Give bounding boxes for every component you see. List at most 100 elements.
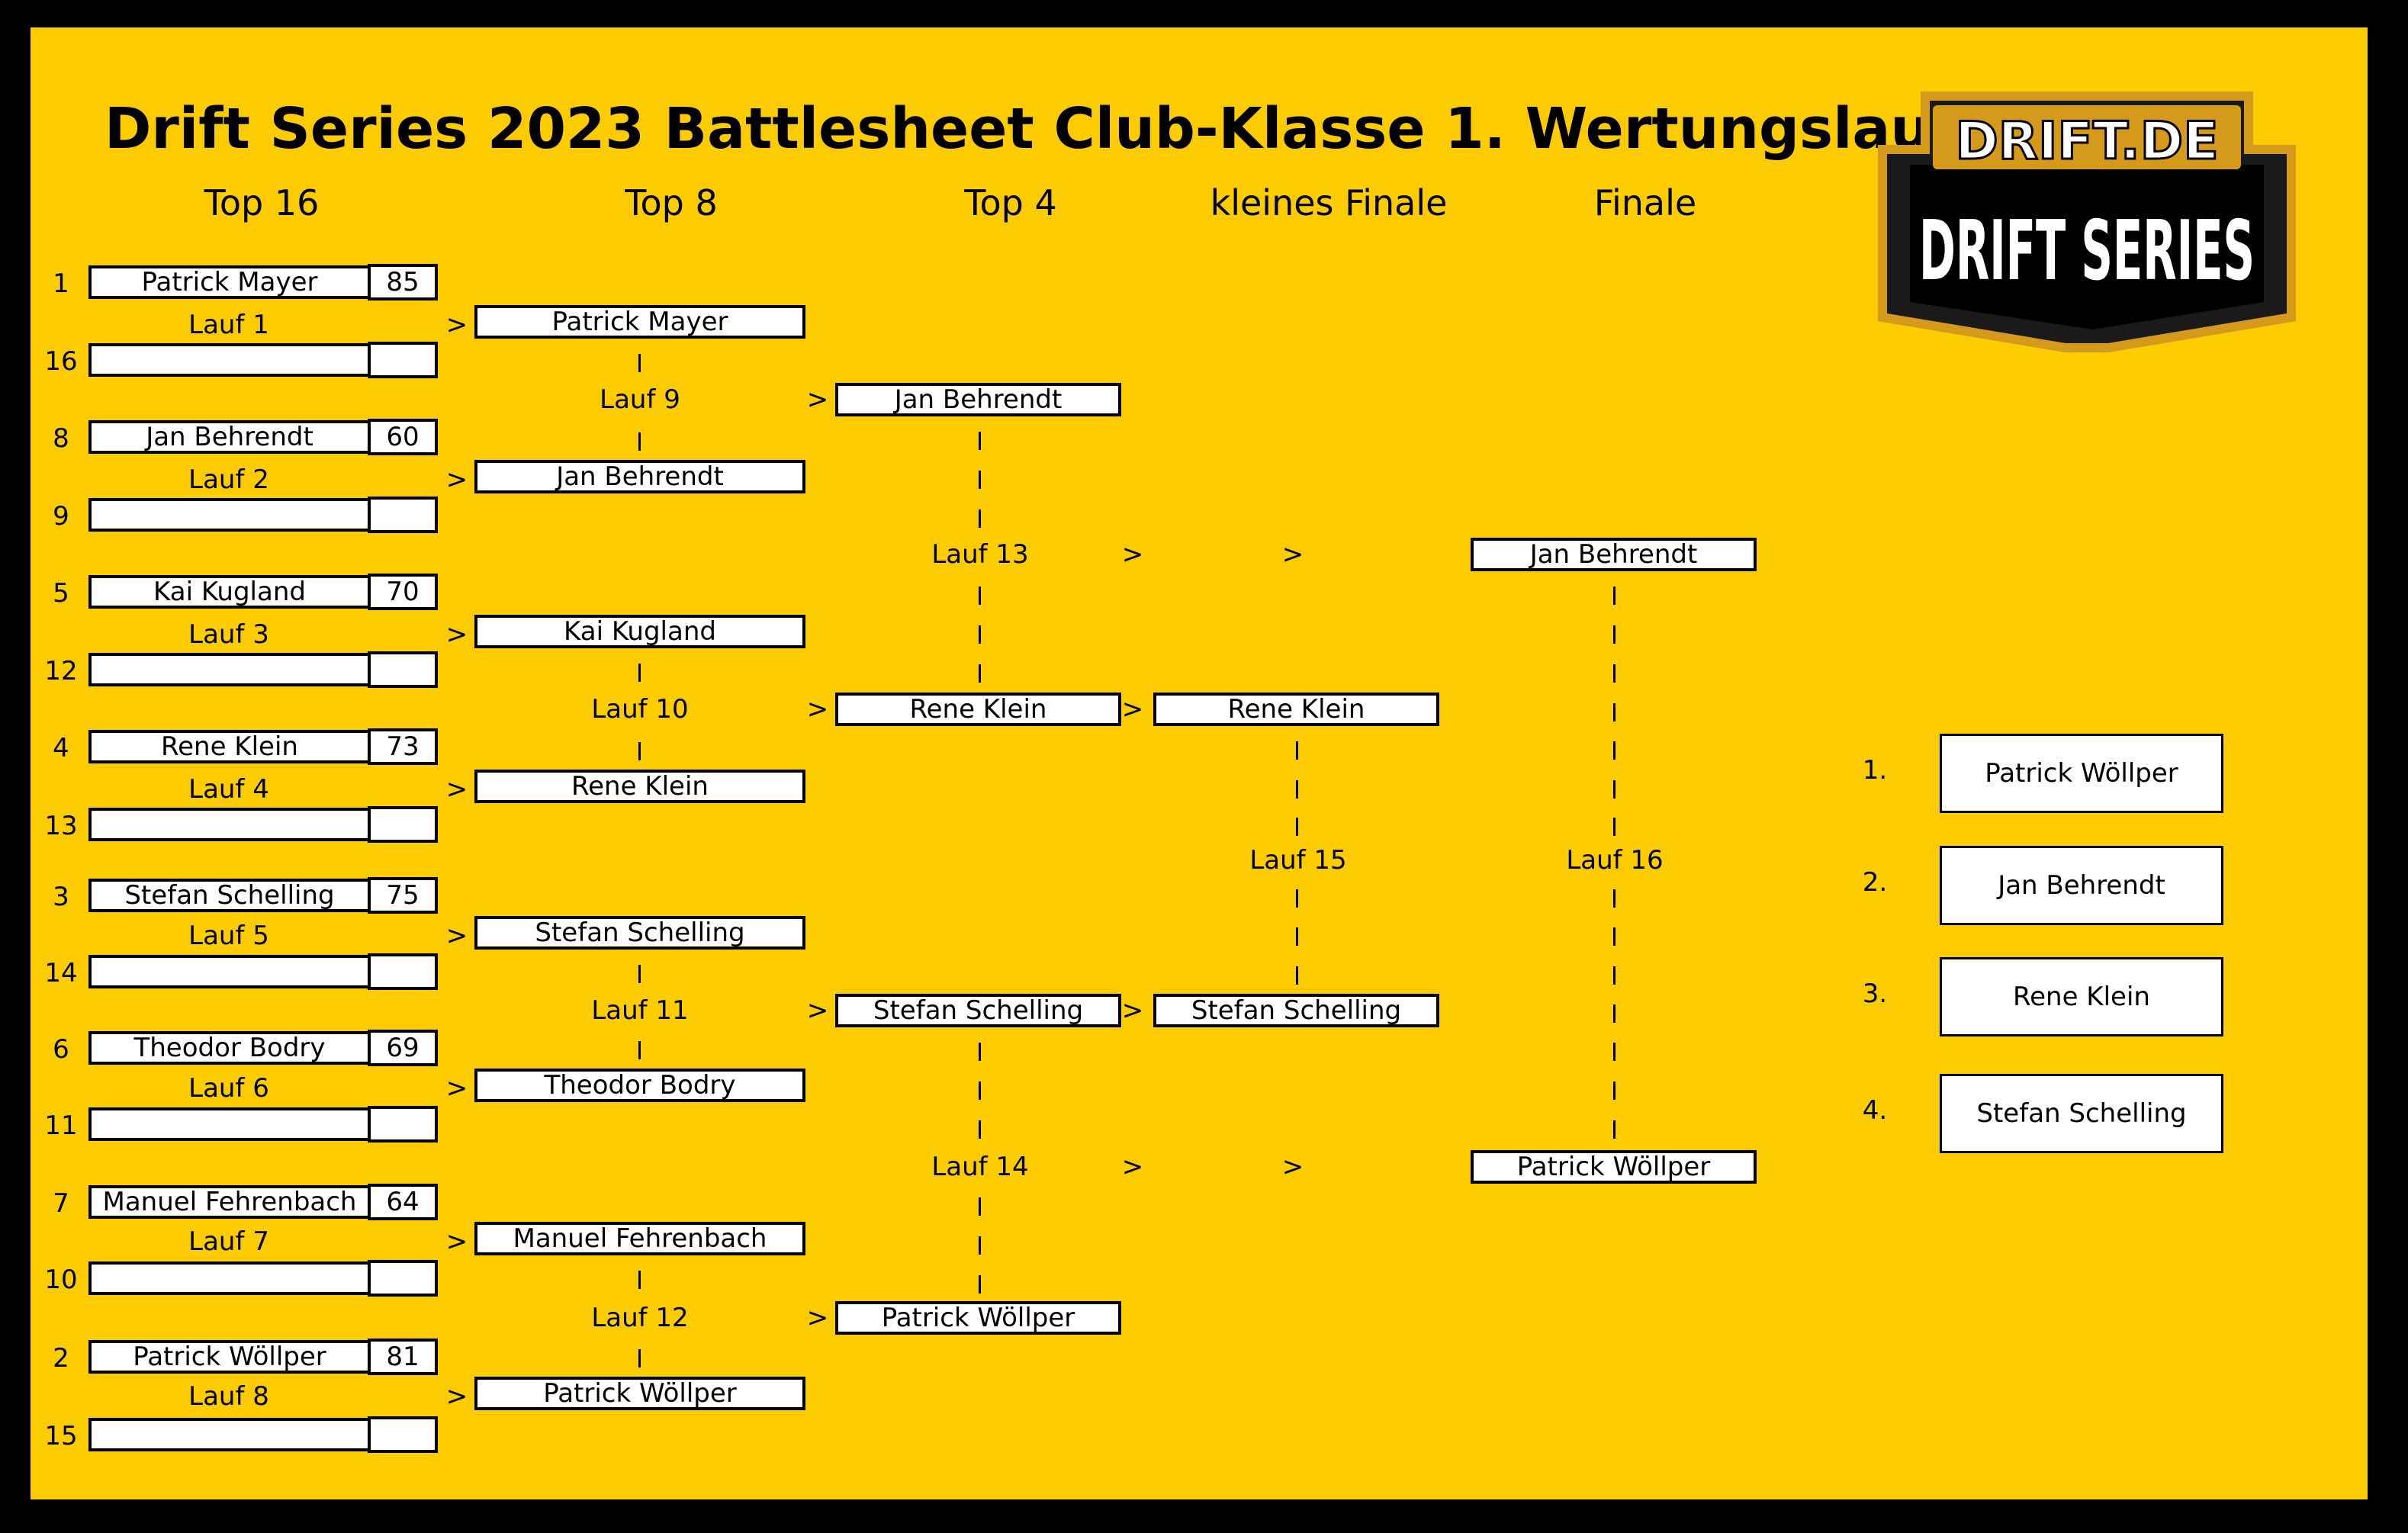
qualifying-score: 70 xyxy=(368,574,438,610)
heat-label: Lauf 5 xyxy=(188,921,269,951)
qualifying-score xyxy=(368,1106,438,1143)
heat-label: Lauf 7 xyxy=(188,1226,269,1257)
connector-line xyxy=(979,509,981,528)
driver-slot xyxy=(88,1418,371,1451)
driver-slot: Theodor Bodry xyxy=(88,1031,371,1065)
header-top4: Top 4 xyxy=(964,182,1057,223)
qualifying-score xyxy=(368,1260,438,1297)
driver-slot: Stefan Schelling xyxy=(88,879,371,912)
drift-series-logo: DRIFT.DE DRIFT SERIES xyxy=(1878,92,2296,352)
connector-line xyxy=(1613,1043,1616,1061)
top4-slot: Jan Behrendt xyxy=(835,383,1121,416)
header-top8: Top 8 xyxy=(625,182,718,223)
finale-slot: Patrick Wöllper xyxy=(1471,1150,1757,1184)
top8-slot: Rene Klein xyxy=(474,770,805,803)
advance-arrow: > xyxy=(1121,539,1144,570)
seed-number: 15 xyxy=(44,1421,78,1451)
heat-label: Lauf 1 xyxy=(188,310,269,340)
qualifying-score: 73 xyxy=(368,728,438,765)
driver-slot xyxy=(88,653,371,686)
heat-label: Lauf 3 xyxy=(188,619,269,650)
heat-label: Lauf 2 xyxy=(188,464,269,495)
qualifying-score xyxy=(368,342,438,378)
advance-arrow: > xyxy=(445,1381,468,1412)
qualifying-score xyxy=(368,953,438,990)
seed-number: 3 xyxy=(53,882,69,912)
driver-slot: Jan Behrendt xyxy=(88,420,371,454)
connector-line xyxy=(638,1041,641,1059)
connector-line xyxy=(1613,625,1616,644)
advance-arrow: > xyxy=(1281,539,1304,570)
seed-number: 5 xyxy=(53,578,69,609)
seed-number: 13 xyxy=(44,811,78,841)
heat-label: Lauf 12 xyxy=(591,1303,689,1333)
rank-place: 2. xyxy=(1862,867,1888,898)
advance-arrow: > xyxy=(806,384,829,415)
driver-slot: Manuel Fehrenbach xyxy=(88,1185,371,1219)
seed-number: 6 xyxy=(53,1034,69,1065)
connector-line xyxy=(1613,780,1616,799)
heat-label: Lauf 8 xyxy=(188,1381,269,1412)
connector-line xyxy=(638,1271,641,1289)
qualifying-score: 69 xyxy=(368,1030,438,1066)
connector-line xyxy=(1613,1004,1616,1023)
rank-place: 4. xyxy=(1862,1095,1888,1126)
advance-arrow: > xyxy=(1281,1152,1304,1182)
top4-slot: Patrick Wöllper xyxy=(835,1301,1121,1335)
driver-slot xyxy=(88,498,371,532)
connector-line xyxy=(979,587,981,605)
qualifying-score: 85 xyxy=(368,264,438,300)
qualifying-score xyxy=(368,497,438,533)
advance-arrow: > xyxy=(445,464,468,495)
seed-number: 1 xyxy=(53,268,69,299)
heat-label: Lauf 9 xyxy=(600,384,680,415)
heat-label: Lauf 4 xyxy=(188,774,269,805)
connector-line xyxy=(1296,889,1298,908)
connector-line xyxy=(1296,818,1298,836)
driver-slot xyxy=(88,343,371,377)
connector-line xyxy=(1296,966,1298,985)
connector-line xyxy=(1613,703,1616,722)
advance-arrow: > xyxy=(806,1303,829,1333)
qualifying-score: 60 xyxy=(368,419,438,455)
rank-place: 1. xyxy=(1862,755,1888,786)
connector-line xyxy=(1613,927,1616,946)
connector-line xyxy=(638,664,641,682)
top8-slot: Theodor Bodry xyxy=(474,1069,805,1102)
finale-slot: Jan Behrendt xyxy=(1471,538,1757,571)
driver-slot: Patrick Mayer xyxy=(88,265,371,299)
driver-slot xyxy=(88,1261,371,1295)
connector-line xyxy=(1613,1120,1616,1139)
connector-line xyxy=(979,1081,981,1100)
rank-driver: Rene Klein xyxy=(1940,957,2223,1036)
page-title: Drift Series 2023 Battlesheet Club-Klass… xyxy=(104,96,1956,162)
connector-line xyxy=(979,1236,981,1255)
rank-driver: Patrick Wöllper xyxy=(1940,734,2223,813)
kleines-finale-slot: Rene Klein xyxy=(1153,693,1439,726)
seed-number: 4 xyxy=(53,733,69,763)
advance-arrow: > xyxy=(445,310,468,340)
connector-line xyxy=(979,625,981,644)
connector-line xyxy=(638,432,641,451)
top4-slot: Stefan Schelling xyxy=(835,994,1121,1027)
logo-bottom-text: DRIFT SERIES xyxy=(1919,204,2255,299)
seed-number: 11 xyxy=(44,1110,78,1141)
seed-number: 12 xyxy=(44,656,78,686)
driver-slot: Rene Klein xyxy=(88,730,371,763)
seed-number: 8 xyxy=(53,423,69,454)
connector-line xyxy=(979,1120,981,1139)
connector-line xyxy=(1613,741,1616,760)
connector-line xyxy=(638,965,641,983)
qualifying-score xyxy=(368,651,438,688)
rank-driver: Jan Behrendt xyxy=(1940,846,2223,925)
heat-label: Lauf 15 xyxy=(1249,845,1347,876)
connector-line xyxy=(979,664,981,683)
qualifying-score xyxy=(368,1416,438,1453)
rank-driver: Stefan Schelling xyxy=(1940,1074,2223,1153)
connector-line xyxy=(979,471,981,489)
connector-line xyxy=(1296,927,1298,946)
top4-slot: Rene Klein xyxy=(835,693,1121,726)
advance-arrow: > xyxy=(445,1226,468,1257)
heat-label: Lauf 6 xyxy=(188,1073,269,1104)
connector-line xyxy=(638,1349,641,1367)
